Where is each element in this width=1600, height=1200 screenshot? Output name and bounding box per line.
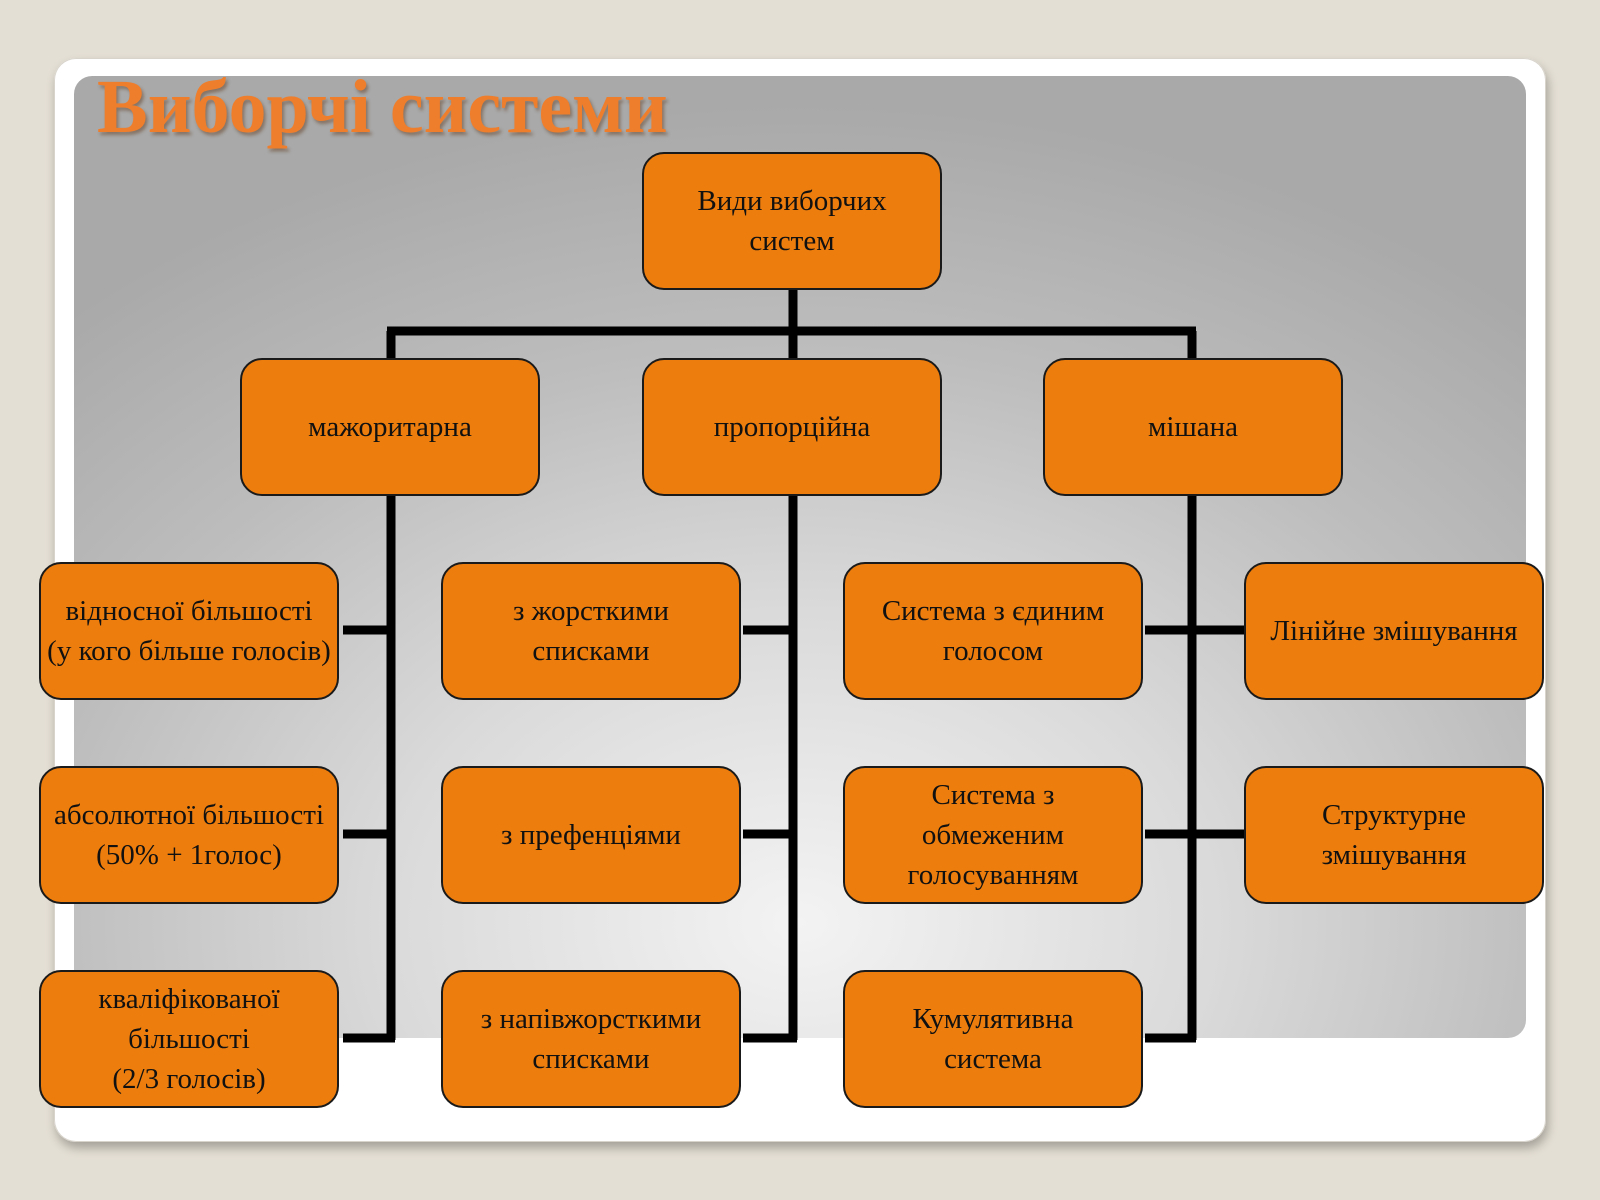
node-semi-closed-lists-label: з напівжорсткими списками: [480, 1003, 702, 1075]
node-majoritarian-label: мажоритарна: [308, 411, 472, 443]
node-qualified-majority-label: кваліфікованої більшості (2/3 голосів): [98, 983, 280, 1095]
node-preferences: з префенціями: [441, 766, 741, 904]
node-limited-vote-label: Система з обмеженим голосуванням: [907, 779, 1079, 891]
node-relative-majority: відносної більшості (у кого більше голос…: [39, 562, 339, 700]
node-closed-lists-label: з жорсткими списками: [512, 595, 670, 667]
node-proportional: пропорційна: [642, 358, 942, 496]
node-proportional-label: пропорційна: [713, 411, 871, 443]
node-mixed-label: мішана: [1147, 411, 1238, 443]
node-majoritarian: мажоритарна: [240, 358, 540, 496]
node-single-vote-label: Система з єдиним голосом: [881, 595, 1105, 667]
node-single-vote: Система з єдиним голосом: [843, 562, 1143, 700]
node-preferences-label: з префенціями: [501, 819, 681, 851]
node-cumulative: Кумулятивна система: [843, 970, 1143, 1108]
node-absolute-majority-label: абсолютної більшості (50% + 1голос): [53, 799, 325, 871]
node-absolute-majority: абсолютної більшості (50% + 1голос): [39, 766, 339, 904]
node-closed-lists: з жорсткими списками: [441, 562, 741, 700]
node-relative-majority-label: відносної більшості (у кого більше голос…: [47, 595, 331, 667]
node-root-label: Види виборчих систем: [697, 185, 887, 257]
node-linear-mixing: Лінійне змішування: [1244, 562, 1544, 700]
slide-title: Виборчі системи: [97, 65, 668, 149]
node-limited-vote: Система з обмеженим голосуванням: [843, 766, 1143, 904]
node-structural-mixing: Структурне змішування: [1244, 766, 1544, 904]
node-structural-mixing-label: Структурне змішування: [1321, 799, 1467, 871]
node-root: Види виборчих систем: [642, 152, 942, 290]
node-linear-mixing-label: Лінійне змішування: [1270, 615, 1518, 647]
node-qualified-majority: кваліфікованої більшості (2/3 голосів): [39, 970, 339, 1108]
node-semi-closed-lists: з напівжорсткими списками: [441, 970, 741, 1108]
node-mixed: мішана: [1043, 358, 1343, 496]
node-cumulative-label: Кумулятивна система: [912, 1003, 1074, 1075]
